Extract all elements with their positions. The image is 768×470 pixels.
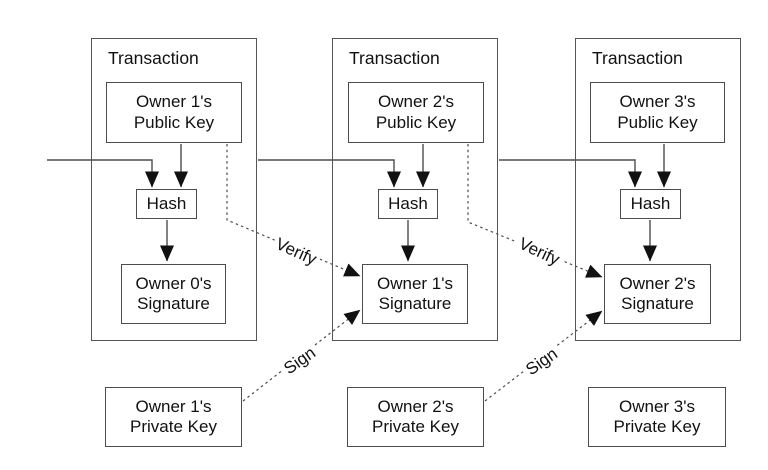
private-key-label-1: Private Key [130, 417, 217, 436]
private-key-label-2: Private Key [372, 417, 459, 436]
private-key-owner-1: Owner 1's [135, 396, 212, 416]
public-key-box-3: Owner 3's Public Key [590, 82, 725, 143]
signature-label-2: Signature [378, 294, 452, 313]
private-key-label-3: Private Key [613, 417, 701, 436]
transaction-box-2: Transaction [332, 38, 498, 341]
transaction-title-2: Transaction [349, 48, 440, 68]
signature-label-3: Signature [621, 294, 694, 313]
public-key-owner-3: Owner 3's [619, 92, 696, 112]
hash-label-1: Hash [146, 193, 187, 213]
signature-box-1: Owner 0's Signature [121, 264, 226, 324]
private-key-owner-2: Owner 2's [377, 396, 454, 416]
hash-box-1: Hash [136, 189, 197, 219]
chain-input-arrow-3 [499, 159, 642, 188]
hash-box-3: Hash [620, 189, 681, 219]
private-key-box-1: Owner 1's Private Key [105, 387, 242, 447]
hash-label-2: Hash [388, 193, 428, 213]
signature-label-1: Signature [137, 294, 210, 313]
signature-box-2: Owner 1's Signature [362, 264, 468, 324]
public-key-box-1: Owner 1's Public Key [106, 82, 242, 143]
signature-owner-3: Owner 2's [619, 273, 696, 293]
public-key-owner-2: Owner 2's [378, 92, 454, 112]
hash-box-2: Hash [378, 189, 438, 219]
hash-label-3: Hash [630, 193, 671, 213]
public-key-box-2: Owner 2's Public Key [348, 82, 484, 143]
public-key-label-1: Public Key [133, 112, 215, 132]
private-key-box-3: Owner 3's Private Key [588, 387, 726, 447]
chain-input-arrow-2 [258, 159, 401, 188]
public-key-owner-1: Owner 1's [136, 92, 212, 112]
transaction-title-3: Transaction [592, 48, 683, 68]
signature-box-3: Owner 2's Signature [604, 264, 711, 324]
transaction-box-3: Transaction [575, 38, 741, 341]
transaction-box-1: Transaction [91, 38, 257, 341]
transaction-title-1: Transaction [108, 48, 199, 68]
private-key-owner-3: Owner 3's [619, 396, 695, 416]
public-key-label-2: Public Key [375, 112, 457, 132]
private-key-box-2: Owner 2's Private Key [347, 387, 484, 447]
signature-owner-1: Owner 0's [135, 273, 212, 293]
signature-owner-2: Owner 1's [377, 273, 453, 293]
chain-input-arrow-1 [47, 159, 159, 188]
sign-arrow-2 [484, 310, 603, 402]
public-key-label-3: Public Key [617, 112, 698, 132]
